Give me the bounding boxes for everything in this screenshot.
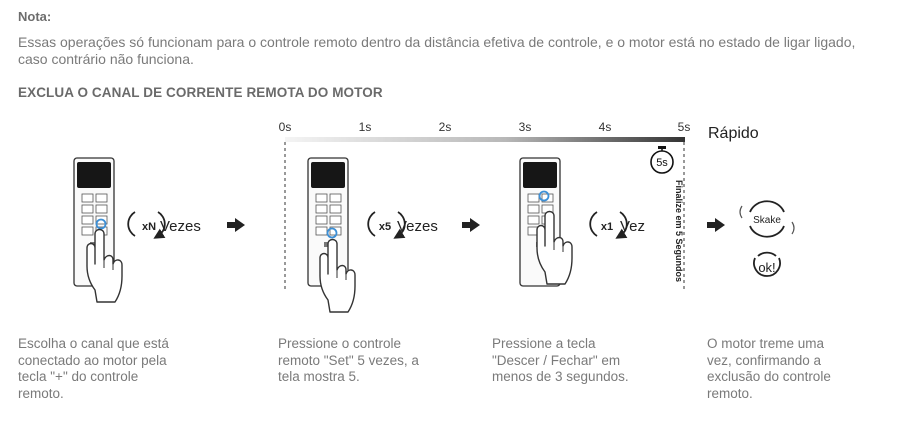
step-2-description: Pressione o controle remoto "Set" 5 veze… [278,336,419,384]
step-1-description: Escolha o canal que está conectado ao mo… [18,336,169,401]
step-4-description: O motor treme uma vez, confirmando a exc… [707,336,831,401]
step-3-description: Pressione a tecla "Descer / Fechar" em m… [492,336,629,384]
repeat-arc-icon [127,211,136,237]
count-label: Vezes [160,218,201,235]
timeline-tick: 3s [518,120,532,134]
stopwatch-icon [650,146,674,174]
count-label: Vezes [397,218,438,235]
repeat-badge: xN [142,221,156,233]
speed-label: Rápido [708,125,759,142]
repeat-arc-icon [615,211,628,239]
timeline-tick: 5s [677,120,691,134]
remote-control-step-2 [307,157,349,287]
repeat-arc-icon [153,211,166,239]
ok-icon [753,251,781,277]
remote-control-step-1 [73,157,115,287]
shake-label: Skake [753,215,781,226]
timeline-tick: 2s [438,120,452,134]
repeat-arc-icon [393,211,406,239]
remote-control-step-3 [519,157,561,287]
next-arrow-icon [227,218,245,232]
next-arrow-icon [707,218,725,232]
next-arrow-icon [462,218,480,232]
section-heading: EXCLUA O CANAL DE CORRENTE REMOTA DO MOT… [18,85,383,100]
timeline-tick: 0s [278,120,292,134]
timeline-tick: 1s [358,120,372,134]
repeat-arc-icon [367,211,376,237]
timeline-tick: 4s [598,120,612,134]
repeat-badge: x1 [601,221,613,233]
shake-icon [739,200,795,238]
ok-label: ok! [758,260,775,275]
count-label: Vez [620,218,645,235]
repeat-badge: x5 [379,221,391,233]
repeat-arc-icon [589,211,598,237]
timer-label: 5s [656,157,668,169]
note-body: Essas operações só funcionam para o cont… [18,34,856,67]
finish-note: Finalize em 5 Segundos [674,180,684,283]
note-title: Nota: [18,9,52,24]
timeline-bar [285,137,685,142]
